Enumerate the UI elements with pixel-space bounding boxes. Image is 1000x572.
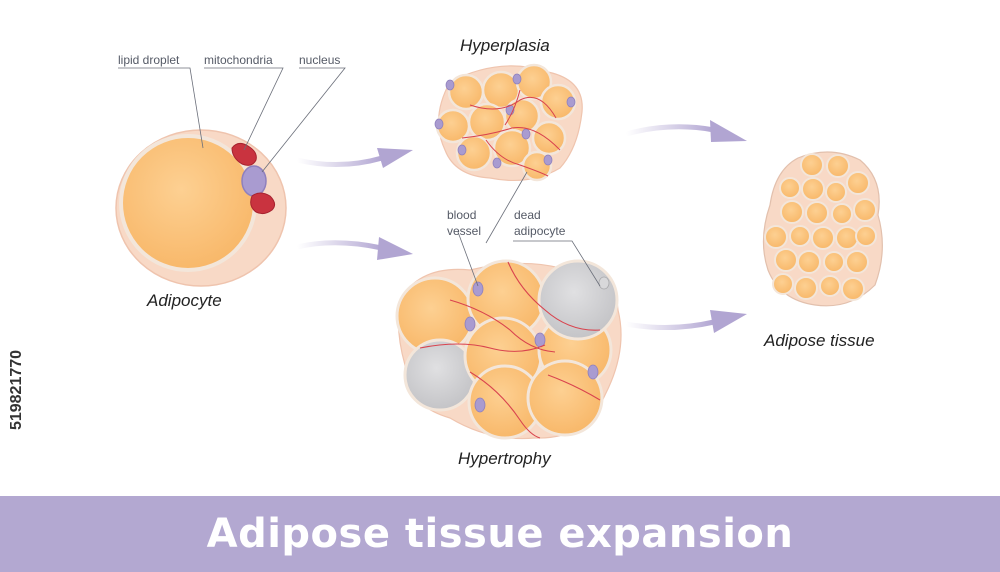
nucleus-label: nucleus (299, 53, 340, 67)
stock-id-text: 519821770 (6, 300, 28, 480)
nucleus-shape (241, 165, 267, 197)
blood-vessel-label-line1: blood (447, 208, 476, 222)
adipose-tissue-caption: Adipose tissue (763, 331, 875, 350)
adipose-tissue-cluster (762, 151, 883, 307)
mitochondria-label: mitochondria (204, 53, 273, 67)
lipid-droplet-label: lipid droplet (118, 53, 180, 67)
hypertrophy-cluster (395, 259, 622, 440)
flow-arrows (296, 120, 747, 333)
dead-adipocyte-label-line1: dead (514, 208, 541, 222)
dead-adipocyte (537, 259, 619, 341)
adipocyte-label-leaders (118, 67, 346, 173)
hypertrophy-caption: Hypertrophy (458, 449, 552, 468)
adipocyte-caption: Adipocyte (146, 291, 222, 310)
adipocyte-illustration (115, 129, 287, 287)
page-title: Adipose tissue expansion (206, 511, 794, 557)
arrow-to-hyperplasia (296, 155, 383, 167)
dead-adipocyte-label-line2: adipocyte (514, 224, 566, 238)
hypertrophy-label-leaders (457, 171, 601, 287)
blood-vessel-label-line2: vessel (447, 224, 481, 238)
arrow-to-hypertrophy (296, 240, 383, 251)
adipose-expansion-diagram: lipid droplet mitochondria nucleus Adipo… (115, 36, 883, 468)
title-bar: Adipose tissue expansion (0, 496, 1000, 572)
mitochondrion (231, 142, 257, 166)
mitochondrion (250, 192, 276, 215)
hyperplasia-caption: Hyperplasia (460, 36, 550, 55)
stock-id-number: 519821770 (8, 349, 25, 431)
hyperplasia-cluster (434, 63, 583, 182)
arrow-hypertrophy-to-tissue (625, 319, 715, 331)
arrow-hyperplasia-to-tissue (625, 124, 715, 137)
